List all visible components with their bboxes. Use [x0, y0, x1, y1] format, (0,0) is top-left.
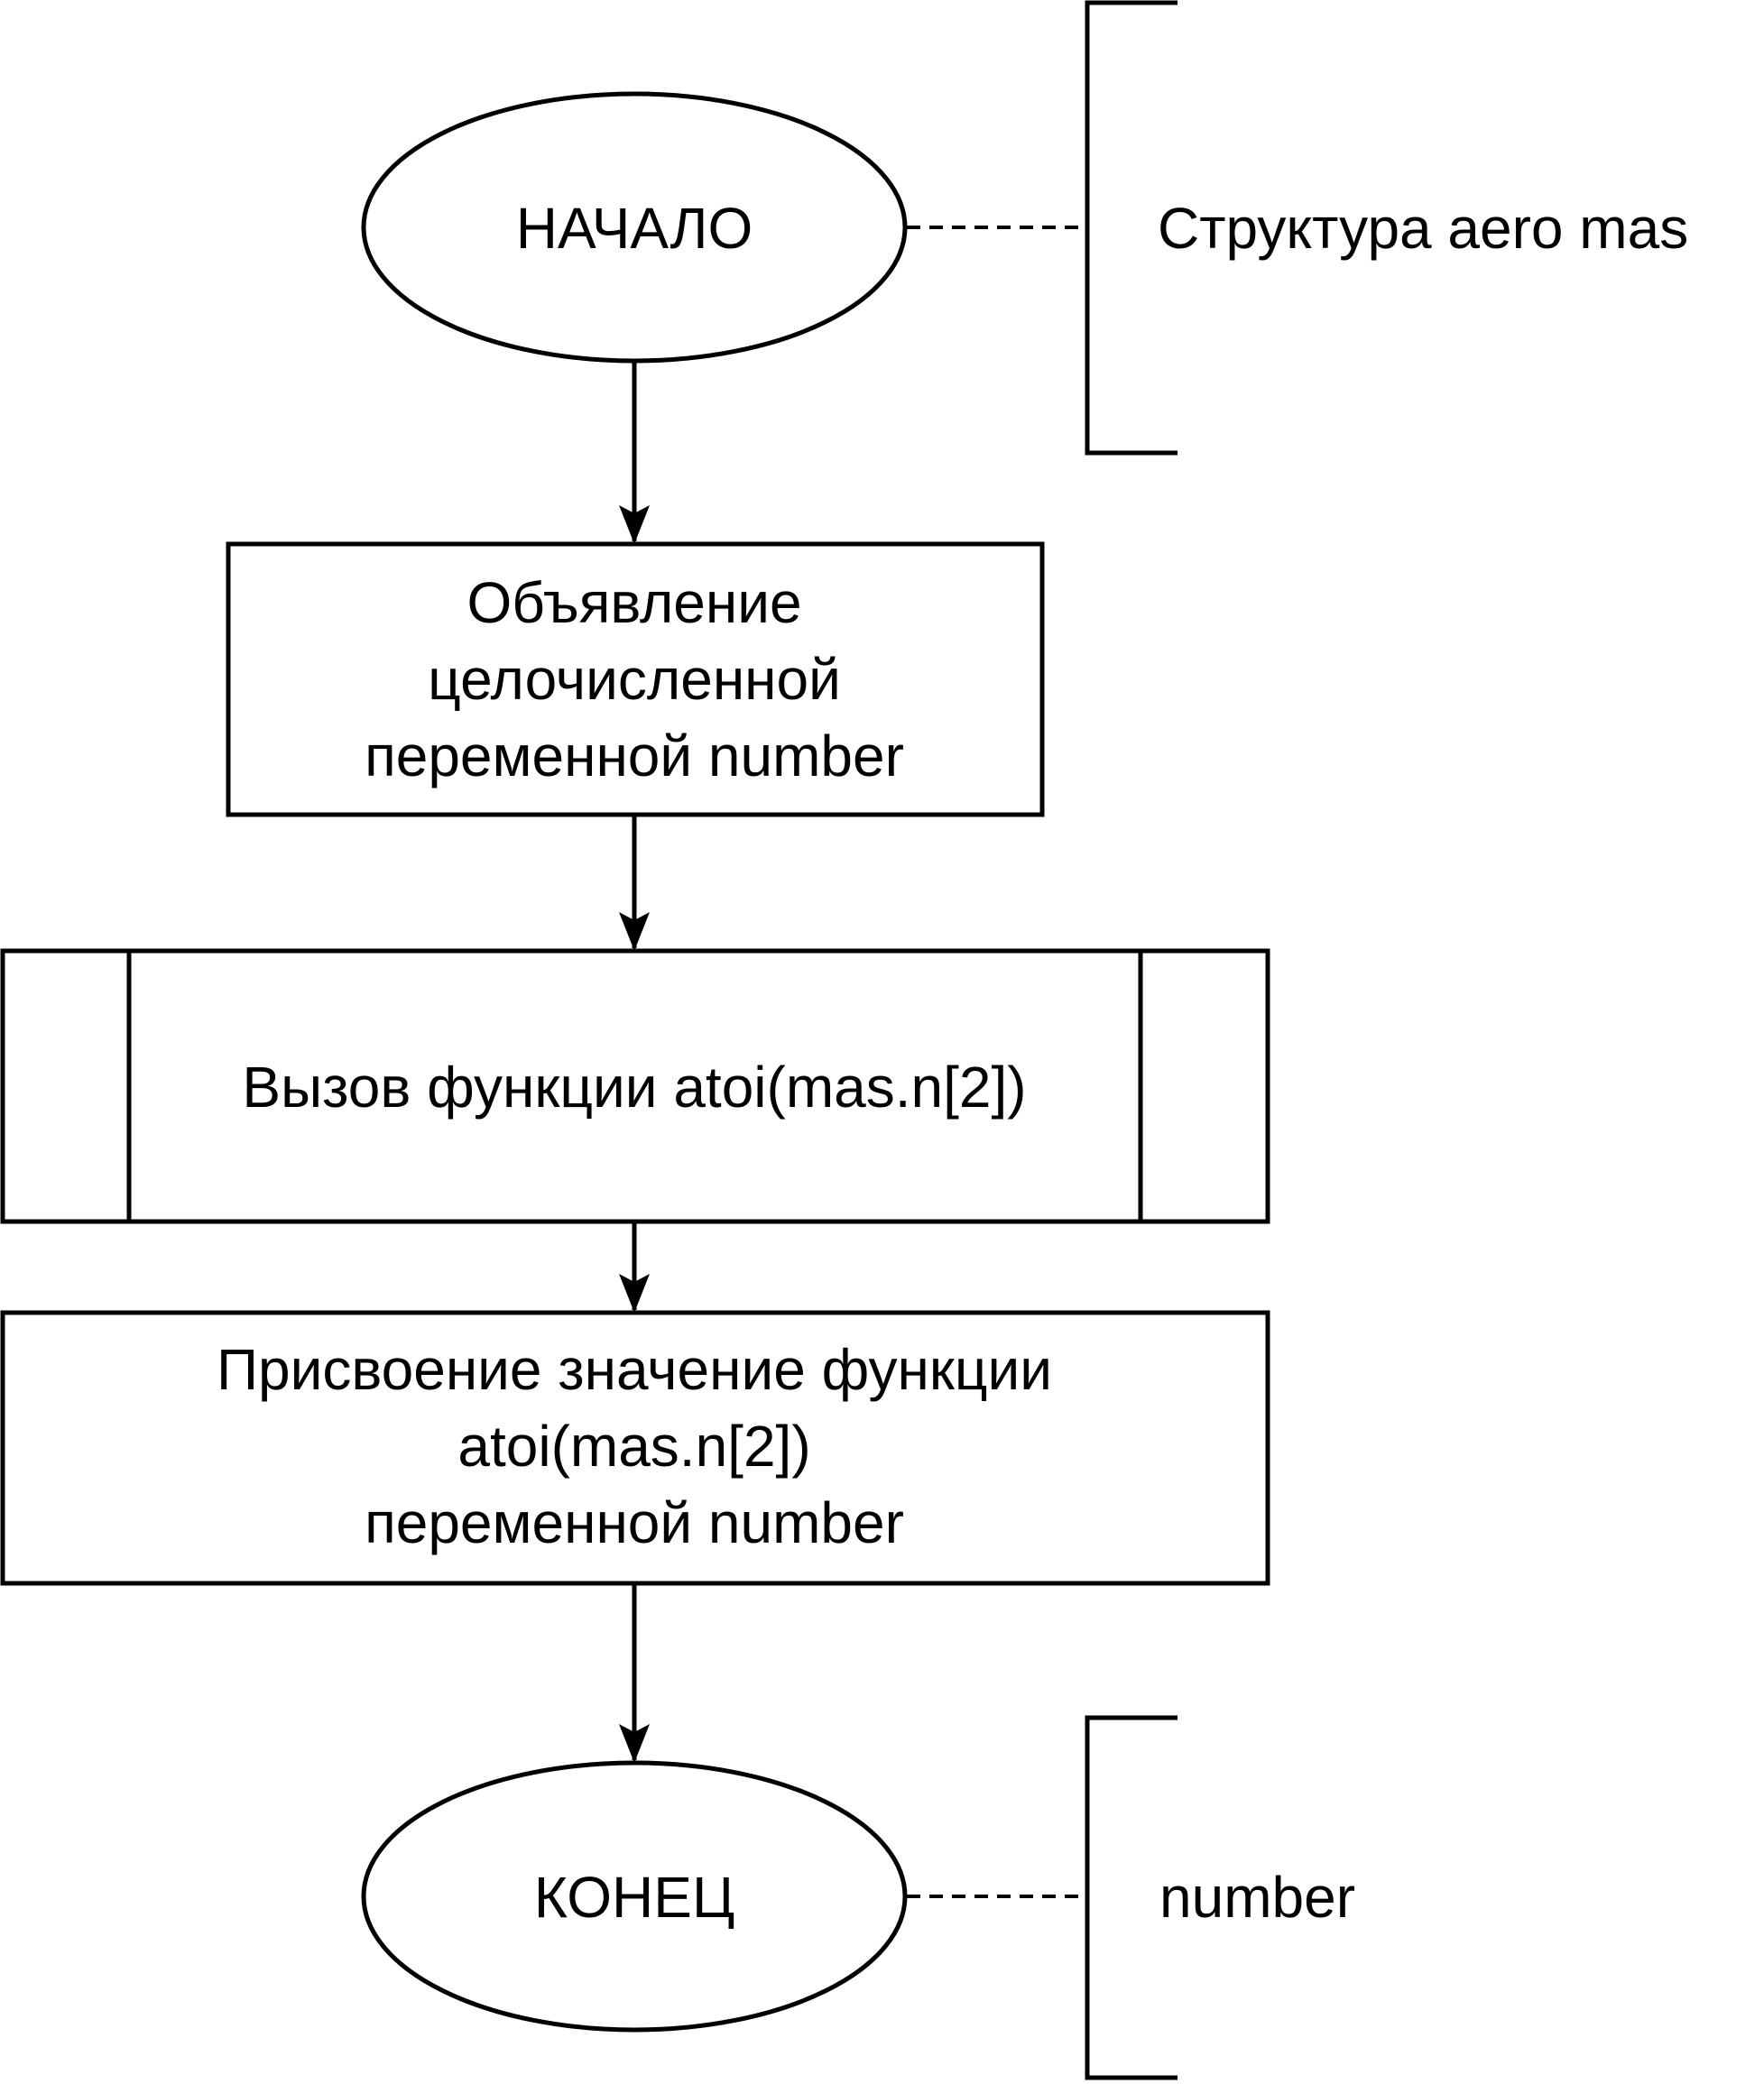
- call-label: Вызов функции atoi(mas.n[2]): [242, 1055, 1026, 1120]
- declare-label-line-3: переменной number: [365, 724, 904, 788]
- input-annotation-bracket: [1085, 0, 1178, 456]
- output-annotation-text: number: [1159, 1865, 1355, 1930]
- arrowheads: [619, 505, 650, 1763]
- output-annotation-bracket: [1085, 1715, 1178, 2080]
- assign-label-line-3: переменной number: [365, 1490, 904, 1555]
- call-predefined-process-box: [0, 948, 1270, 1224]
- end-label: КОНЕЦ: [534, 1865, 735, 1930]
- assign-label-line-2: atoi(mas.n[2]): [457, 1414, 810, 1479]
- input-annotation-text: Структура aero mas: [1158, 196, 1688, 261]
- assign-label-line-1: Присвоение значение функции: [217, 1337, 1052, 1402]
- declare-label-line-2: целочисленной: [428, 647, 841, 712]
- declare-label-line-1: Объявление: [466, 570, 801, 635]
- declare-process-box: [226, 541, 1045, 817]
- assign-process-box: [0, 1310, 1270, 1586]
- start-label: НАЧАЛО: [516, 196, 753, 261]
